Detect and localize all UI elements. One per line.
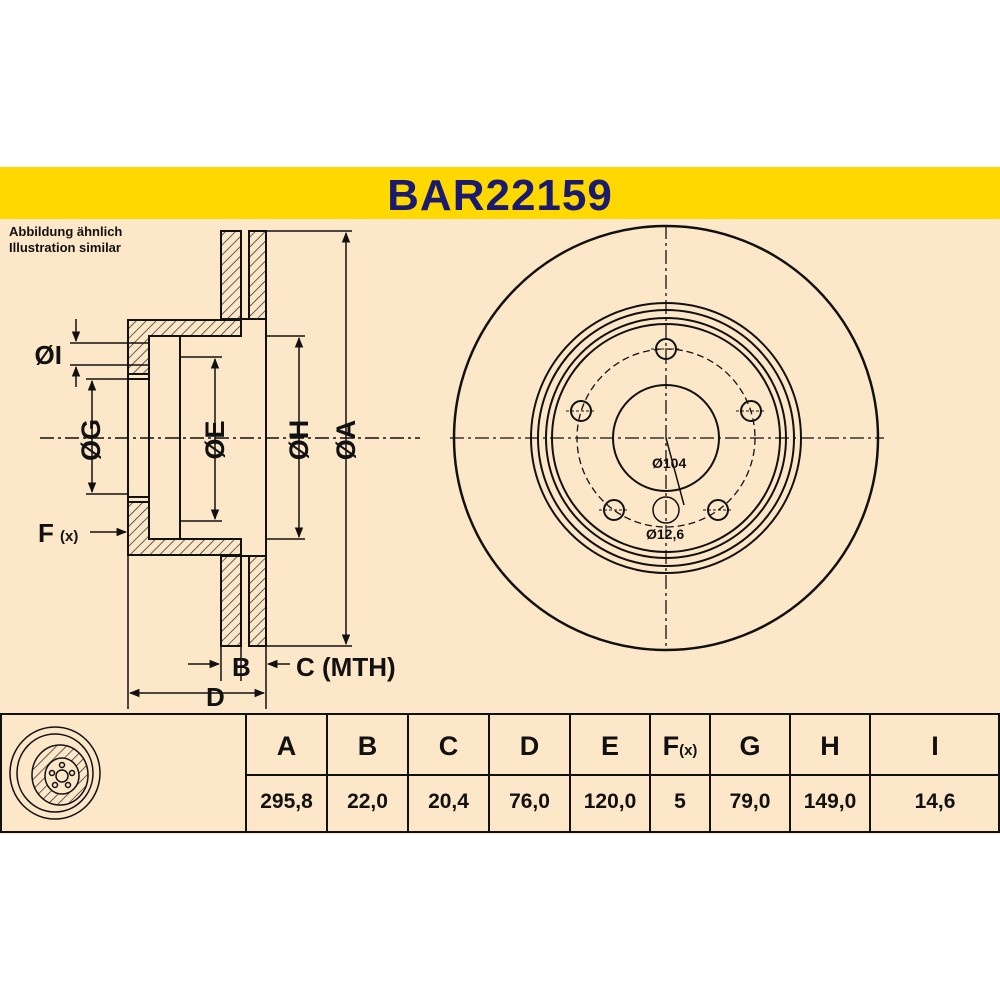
label-bolt-hole: Ø12,6 <box>646 526 684 542</box>
friction-ring-inner-bottom <box>220 555 242 647</box>
hat-section-top <box>127 319 242 375</box>
pcd-leader <box>665 437 685 506</box>
label-dim-F: F <box>38 518 54 548</box>
table-header-G: G <box>739 731 761 761</box>
table-header-E: E <box>600 731 619 761</box>
friction-ring-outer-bottom <box>248 555 267 647</box>
hat-section-bottom <box>127 501 242 556</box>
table-header-F-letter: F <box>662 731 680 761</box>
note-line-de: Abbildung ähnlich <box>9 224 123 239</box>
label-dim-D: D <box>206 682 225 712</box>
label-pcd: Ø104 <box>652 455 686 471</box>
illustration-note: Abbildung ähnlich Illustration similar <box>9 224 122 256</box>
dimension-table: A B C D E F(x) G H I 295,8 22,0 20,4 76,… <box>0 713 1000 833</box>
table-value-E: 120,0 <box>583 790 637 813</box>
friction-ring-outer-top <box>248 230 267 320</box>
table-value-G: 79,0 <box>729 790 771 813</box>
side-section-view <box>127 230 267 647</box>
label-dim-E: ØE <box>200 420 230 459</box>
table-header-A: A <box>276 731 297 761</box>
label-dim-B: B <box>232 652 251 682</box>
table-value-C: 20,4 <box>428 790 469 813</box>
part-number-title: BAR22159 <box>387 171 613 220</box>
bolt-hole-highlight <box>652 496 680 524</box>
disc-thumbnail-icon <box>9 726 101 820</box>
label-dim-G: ØG <box>76 419 106 461</box>
label-dim-H: ØH <box>284 420 314 461</box>
table-value-I: 14,6 <box>914 790 956 813</box>
technical-drawing: ØI ØG ØE ØH ØA F (x) B C (MTH) D <box>35 224 884 712</box>
table-header-I: I <box>931 731 939 761</box>
label-dim-F-sub: (x) <box>60 528 78 545</box>
table-header-C: C <box>438 731 459 761</box>
table-value-H: 149,0 <box>803 790 857 813</box>
table-header-D: D <box>519 731 540 761</box>
label-dim-C: C (MTH) <box>296 652 396 682</box>
table-value-A: 295,8 <box>260 790 313 813</box>
title-bar: BAR22159 <box>0 167 1000 220</box>
table-grid <box>0 713 1000 833</box>
dimension-lines <box>70 230 352 709</box>
table-header-B: B <box>357 731 378 761</box>
table-value-B: 22,0 <box>347 790 388 813</box>
table-header-H: H <box>820 731 840 761</box>
table-value-D: 76,0 <box>509 790 550 813</box>
note-line-en: Illustration similar <box>9 240 121 255</box>
label-dim-I: ØI <box>35 340 62 370</box>
friction-ring-inner-top <box>220 230 242 320</box>
table-header-F-sub: (x) <box>679 742 698 759</box>
label-dim-A: ØA <box>331 420 361 461</box>
table-value-F: 5 <box>674 790 686 813</box>
table-header-F: F(x) <box>650 731 710 762</box>
front-view <box>450 224 884 652</box>
